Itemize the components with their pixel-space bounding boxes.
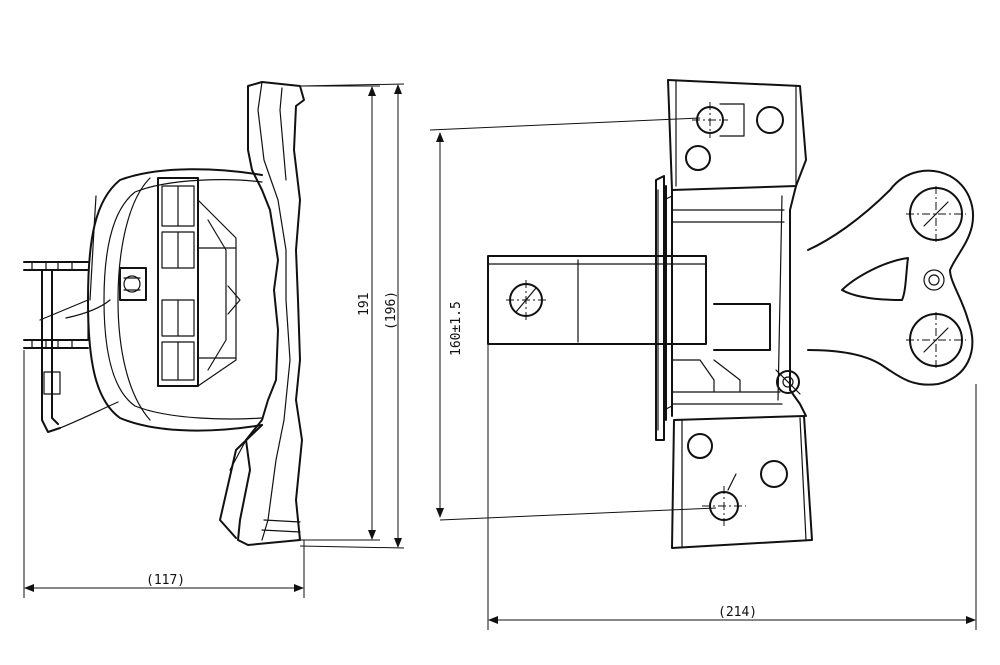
top-view-dimensions: [429, 117, 977, 630]
side-view: [23, 81, 305, 546]
dim-left-height-overall: (196): [384, 291, 399, 330]
dim-right-pitch: 160±1.5: [449, 301, 464, 356]
dim-left-width: (117): [146, 573, 185, 588]
side-view-dimensions: [23, 83, 405, 598]
dim-right-width: (214): [718, 605, 757, 620]
dim-left-height: 191: [357, 293, 372, 316]
top-view: [487, 79, 974, 549]
